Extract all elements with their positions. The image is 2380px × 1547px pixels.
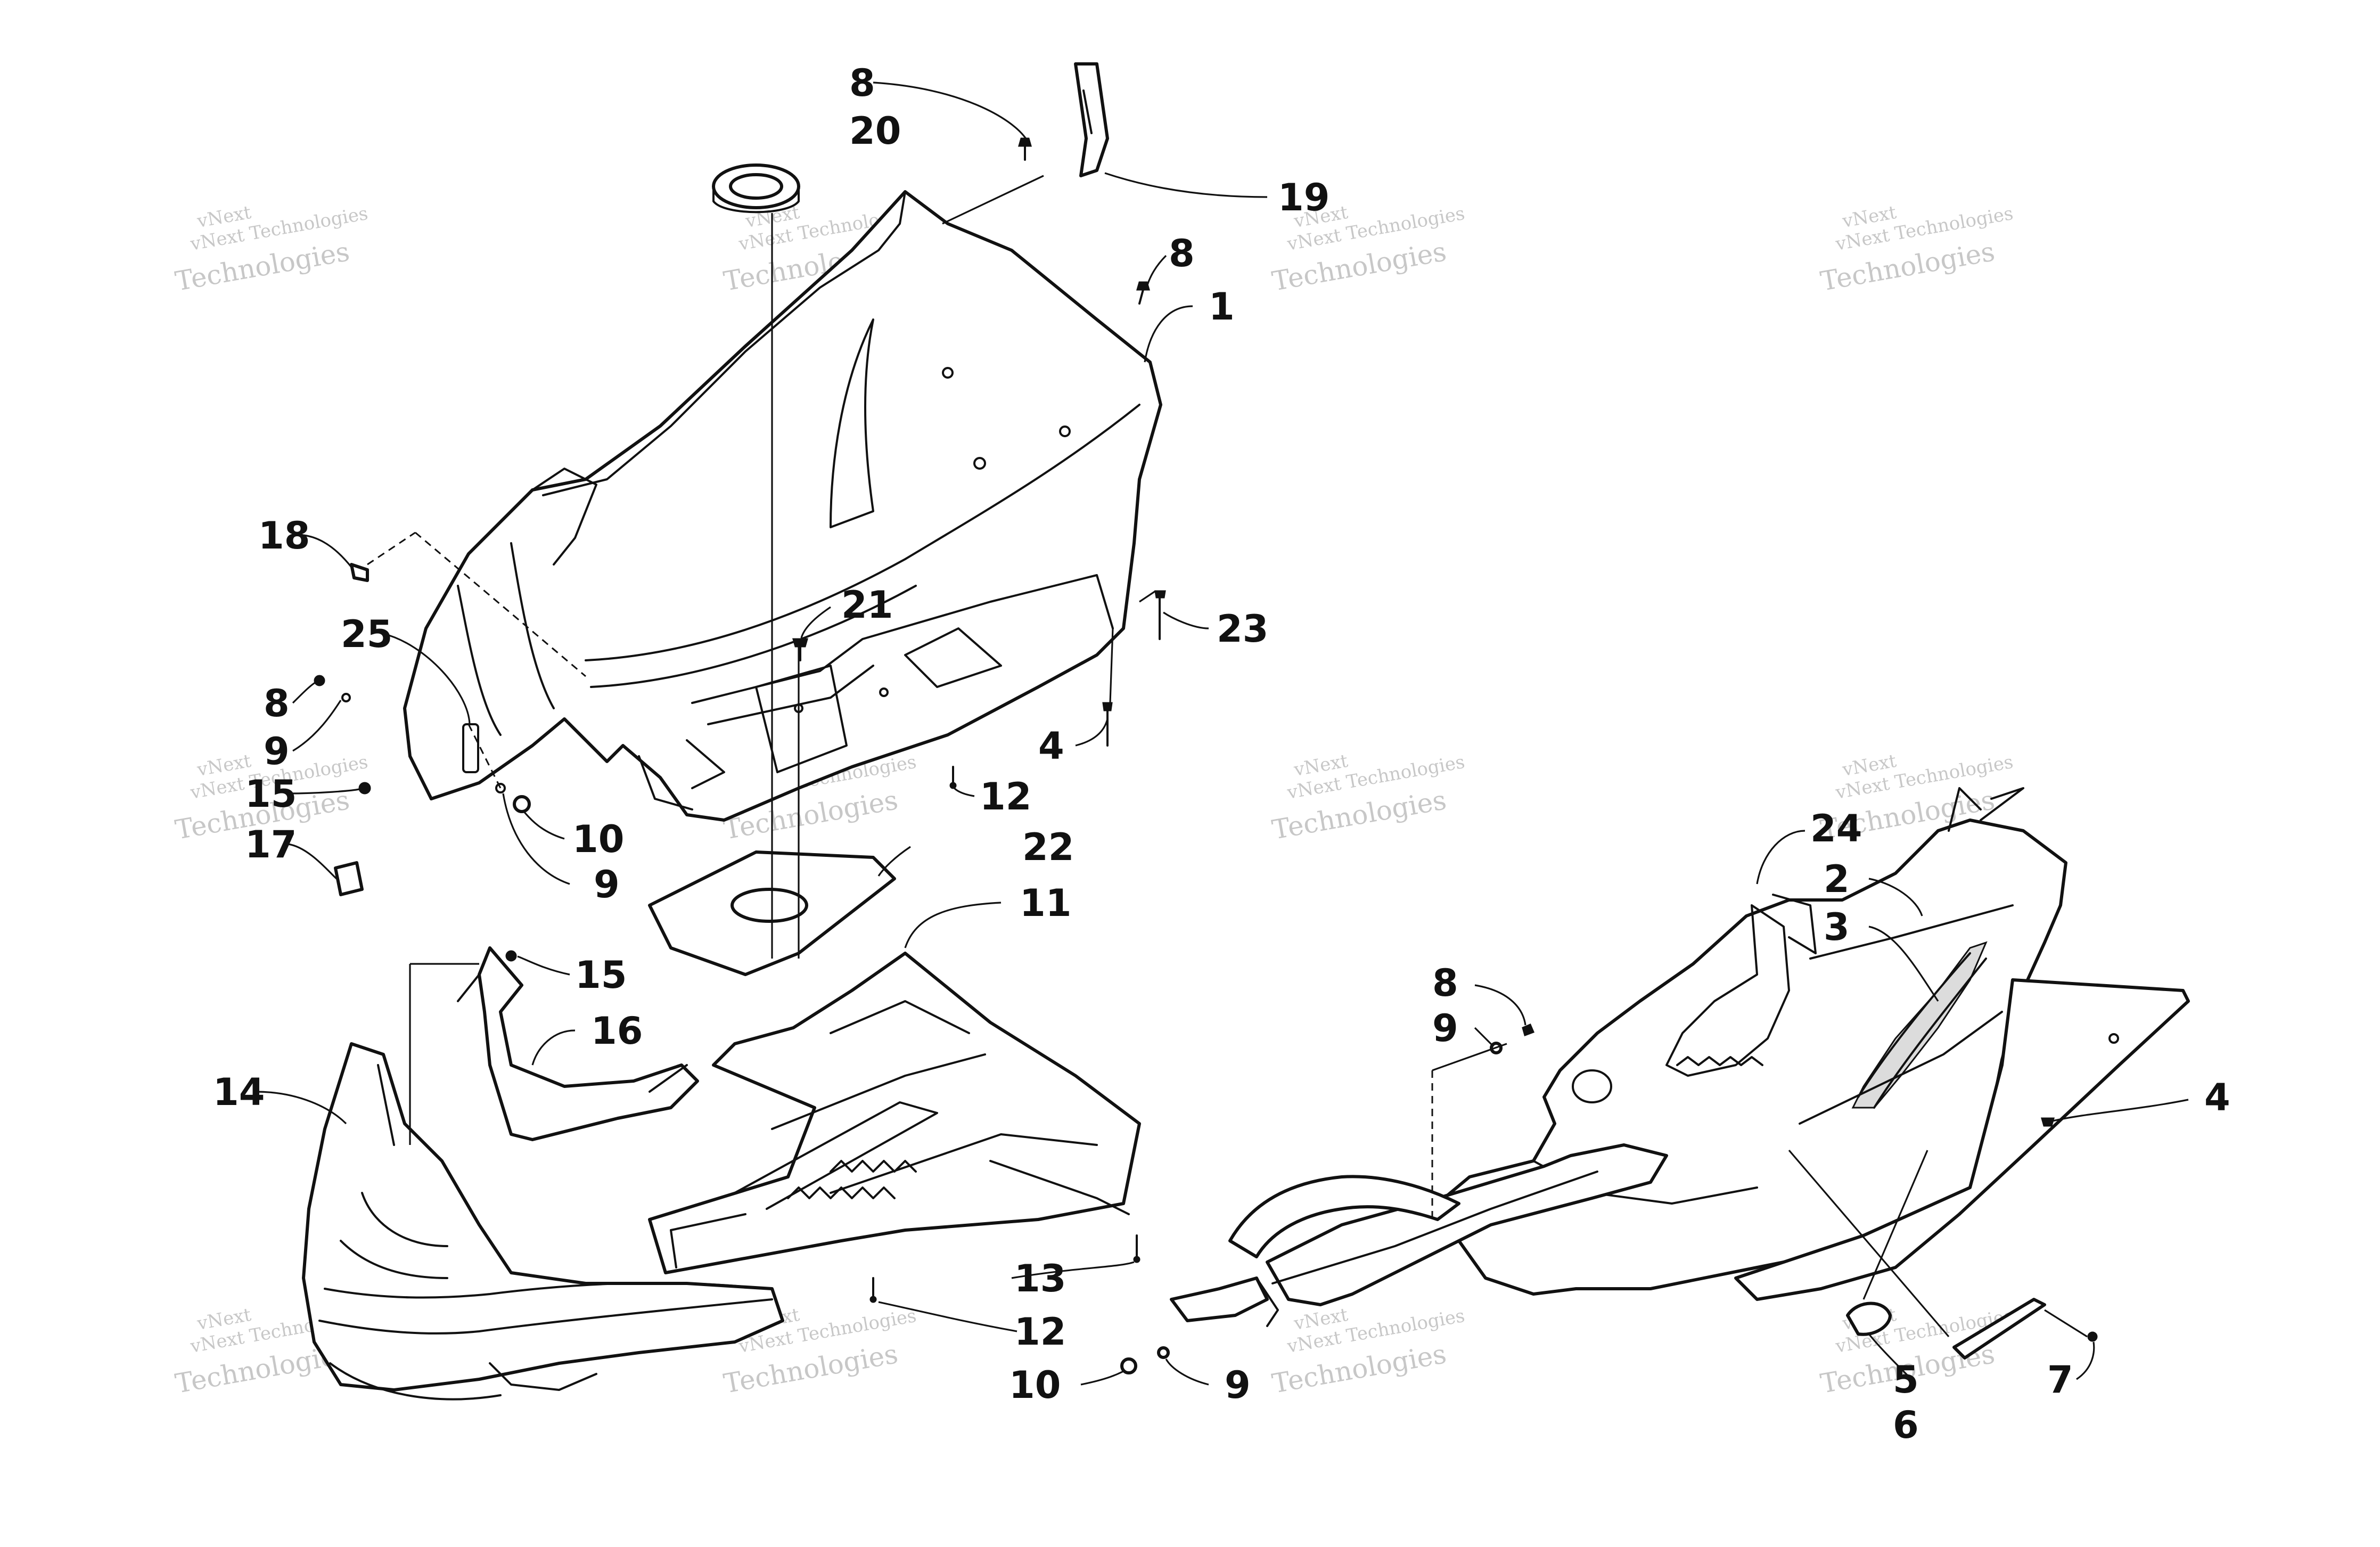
callout-8: 8 xyxy=(264,682,290,725)
screw-13 xyxy=(1133,1234,1140,1263)
callout-20: 20 xyxy=(849,109,901,153)
callout-labels: 8 20 19 8 1 18 21 23 25 8 9 4 12 15 10 1… xyxy=(213,61,2230,1447)
callout-8: 8 xyxy=(1432,961,1458,1005)
callout-leaders xyxy=(255,81,2189,1386)
callout-8: 8 xyxy=(1169,232,1195,275)
callout-14: 14 xyxy=(213,1070,265,1114)
rivet-4a xyxy=(1102,702,1113,747)
part-14-bumper xyxy=(302,1042,784,1401)
callout-24: 24 xyxy=(1810,807,1862,850)
callout-4: 4 xyxy=(2204,1076,2230,1119)
callout-19: 19 xyxy=(1278,176,1329,219)
vent-teeth xyxy=(787,1160,917,1199)
part-6-badge xyxy=(1952,1298,2046,1360)
callout-9: 9 xyxy=(1225,1363,1251,1407)
callout-22: 22 xyxy=(1022,825,1074,869)
callout-12: 12 xyxy=(980,775,1031,818)
callout-10: 10 xyxy=(1009,1363,1061,1407)
callout-4: 4 xyxy=(1038,724,1064,768)
callout-15: 15 xyxy=(245,772,297,816)
callout-9: 9 xyxy=(594,863,620,906)
screw-7 xyxy=(2087,1331,2098,1342)
callout-9: 9 xyxy=(264,730,290,773)
callout-6: 6 xyxy=(1893,1403,1919,1447)
nut-10b xyxy=(1120,1357,1137,1374)
front-arch xyxy=(1228,1175,1460,1258)
hardware xyxy=(314,137,2098,1374)
callout-13: 13 xyxy=(1014,1257,1066,1300)
callout-1: 1 xyxy=(1209,285,1235,329)
screw-12a xyxy=(949,766,957,789)
part-20-grommet xyxy=(712,163,800,214)
part-19-strap xyxy=(1074,62,1109,177)
callout-8: 8 xyxy=(849,61,875,105)
front-tube-bracket xyxy=(1170,1143,1668,1327)
screw-8c xyxy=(314,675,351,702)
arctic-cat-logo xyxy=(1851,941,1988,1109)
part-1-upper-panel xyxy=(403,190,1162,822)
clip-18 xyxy=(350,563,369,582)
screw-15b xyxy=(505,950,517,962)
callout-9: 9 xyxy=(1432,1006,1458,1050)
screw-8a xyxy=(1018,137,1032,161)
washer-9c xyxy=(1157,1346,1170,1359)
callout-23: 23 xyxy=(1217,607,1268,651)
callout-3: 3 xyxy=(1824,905,1850,949)
screw-12b xyxy=(869,1277,877,1303)
callout-12: 12 xyxy=(1014,1310,1066,1354)
washer-9a xyxy=(495,783,506,793)
nut-10a xyxy=(513,795,531,813)
callout-5: 5 xyxy=(1893,1358,1919,1402)
rivet-21 xyxy=(792,638,808,661)
part-2-side-panel xyxy=(1436,787,2067,1296)
callout-16: 16 xyxy=(591,1009,643,1053)
part-11-lower-panel xyxy=(648,952,1141,1274)
screw-8d xyxy=(1522,1024,1534,1036)
screw-15a xyxy=(358,782,371,795)
callout-11: 11 xyxy=(1020,881,1071,925)
callout-21: 21 xyxy=(841,583,893,627)
callout-17: 17 xyxy=(245,823,297,866)
lower-belly-right xyxy=(1734,978,2190,1301)
rivet-4b xyxy=(2041,1117,2055,1127)
screw-8b xyxy=(1136,281,1150,305)
rivet-23 xyxy=(1154,590,1166,640)
clip-17 xyxy=(334,861,364,896)
callout-18: 18 xyxy=(258,514,310,558)
callout-7: 7 xyxy=(2047,1358,2073,1402)
callout-2: 2 xyxy=(1824,857,1850,901)
callout-25: 25 xyxy=(341,612,392,656)
assembly-lines xyxy=(367,175,2088,1338)
part-16-bracket xyxy=(457,946,699,1141)
callout-15: 15 xyxy=(575,953,627,997)
part-24-decal xyxy=(1772,894,1817,954)
callout-10: 10 xyxy=(572,817,624,861)
